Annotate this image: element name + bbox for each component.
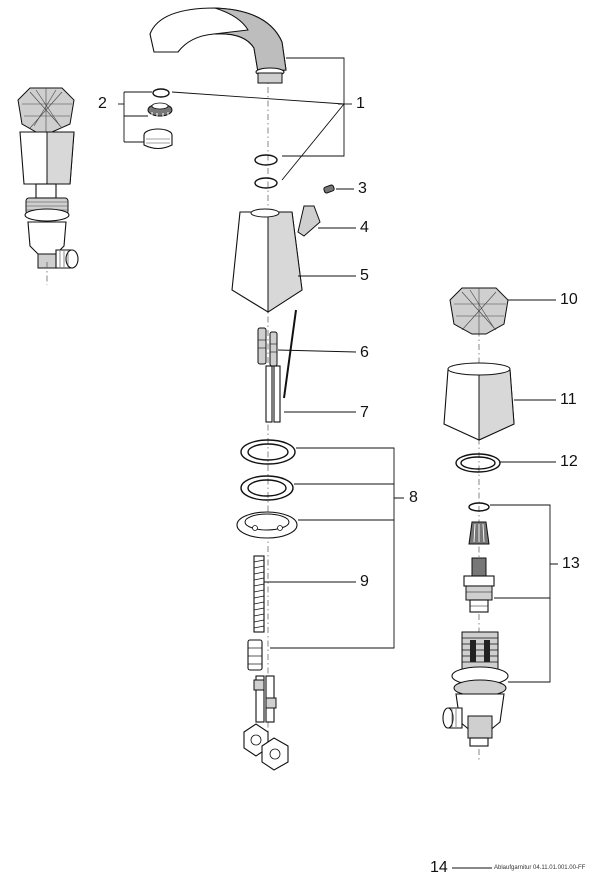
left-valve-body [27, 221, 79, 269]
callout-14: 14 [430, 859, 448, 876]
callout-8: 8 [409, 489, 418, 506]
lever-handle [297, 205, 321, 237]
left-threaded-collar [24, 197, 70, 222]
callout-4: 4 [360, 219, 369, 236]
base-mounting-plate [236, 511, 298, 539]
callout-9: 9 [360, 573, 369, 590]
aerator-housing [143, 128, 173, 150]
mounting-nut [247, 639, 263, 671]
spout-base-body [231, 208, 303, 313]
callout-10: 10 [560, 291, 578, 308]
base-gasket-top [240, 439, 296, 465]
left-valve-assembly [17, 87, 79, 285]
footer-caption: Ablaufgarnitur 04.11.01.001.00-FF [494, 865, 586, 871]
right-small-o-ring [468, 502, 490, 512]
callout-5: 5 [360, 267, 369, 284]
spout [149, 7, 287, 84]
spout-o-ring-upper [254, 154, 278, 166]
threaded-mounting-rod [253, 555, 265, 633]
callout-13: 13 [562, 555, 580, 572]
aerator-insert [147, 102, 173, 117]
callout-3: 3 [358, 180, 367, 197]
right-cover-ring [455, 453, 501, 473]
hose-nuts [243, 723, 289, 771]
right-valve-body [442, 631, 509, 747]
supply-tubes-upper [265, 365, 281, 423]
callout-1: 1 [356, 95, 365, 112]
supply-hoses [253, 675, 277, 723]
callout-11: 11 [560, 391, 577, 408]
callout-7: 7 [360, 404, 369, 421]
base-gasket-middle [240, 475, 294, 501]
callout-6: 6 [360, 344, 369, 361]
right-spindle-cap [468, 521, 490, 545]
callout-12: 12 [560, 453, 578, 470]
right-cover-ring-inner [460, 456, 496, 470]
leader-lines [118, 57, 558, 869]
aerator-washer [152, 88, 170, 98]
left-crystal-knob [17, 87, 75, 133]
right-handle-body [443, 362, 515, 441]
spout-o-ring-lower [254, 177, 278, 189]
right-crystal-knob [449, 287, 509, 335]
callout-2: 2 [98, 95, 107, 112]
set-screw [323, 184, 335, 194]
connection-pins [257, 309, 297, 399]
right-cartridge [463, 557, 495, 613]
left-stem [35, 183, 57, 199]
